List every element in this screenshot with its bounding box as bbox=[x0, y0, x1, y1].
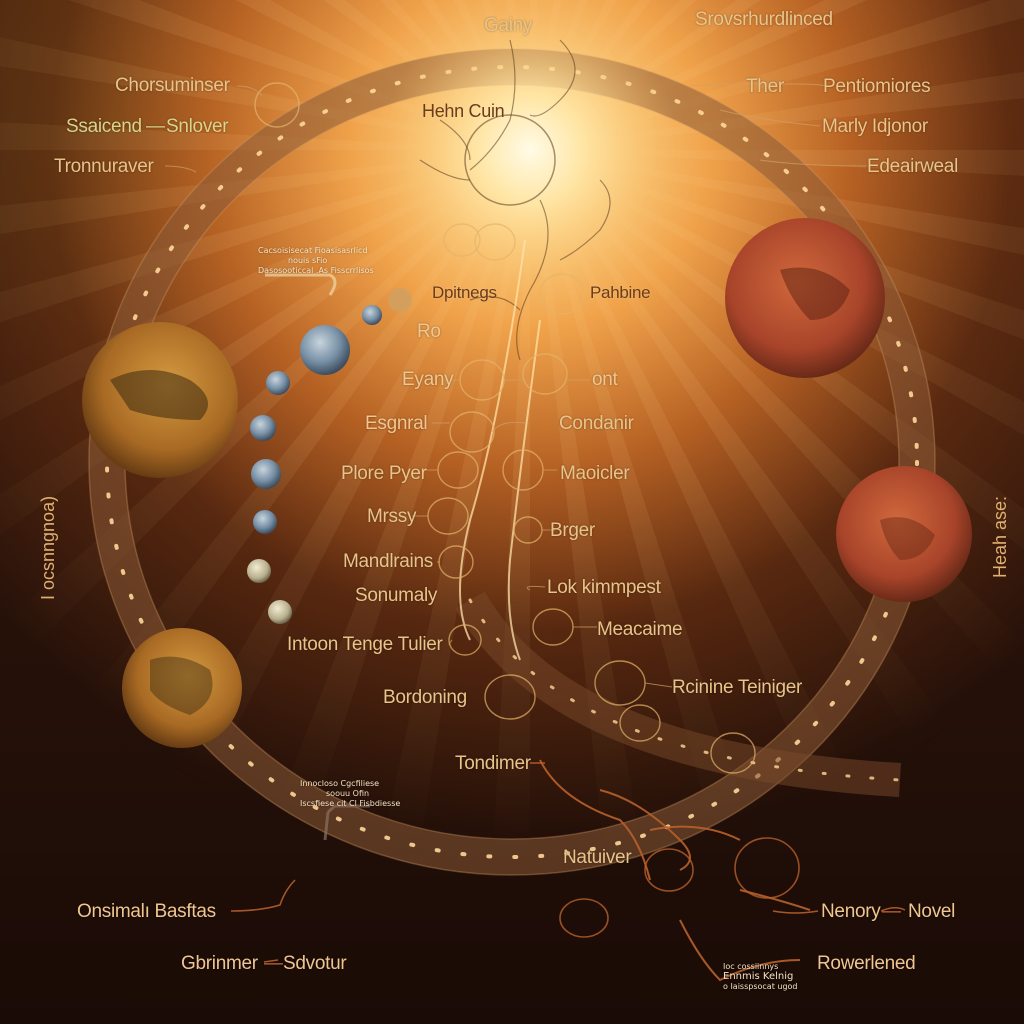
center-right-label: Lok kimmpest bbox=[547, 577, 661, 598]
top-label: Gainy bbox=[484, 15, 533, 36]
center-left-label: Tondimer bbox=[455, 753, 531, 774]
right-label-3: Pentiomiores bbox=[823, 76, 931, 97]
small-caption-3: Ioc cossiinnys Ennmis Kelnig o Iaisspsoc… bbox=[723, 962, 798, 991]
center-left-label: Mrssy bbox=[367, 506, 417, 527]
center-left-label: Ro bbox=[417, 321, 441, 342]
right-label-4: Marly Idjonor bbox=[822, 116, 928, 137]
left-vertical-label: I ocsnngnoa) bbox=[38, 495, 58, 600]
center-left-label: Intoon Tenge Tulier bbox=[287, 634, 443, 655]
center-right-label: Pahbine bbox=[590, 283, 651, 302]
bottom-label-4: Rowerlened bbox=[817, 953, 916, 974]
center-left-label: Esgnral bbox=[365, 413, 428, 434]
center-left-label: Bordoning bbox=[383, 687, 467, 708]
bottom-label-3-pair: Novel bbox=[908, 901, 956, 922]
center-left-label: Eyany bbox=[402, 369, 454, 390]
center-right-label: Meacaime bbox=[597, 619, 683, 640]
center-right-label: ont bbox=[592, 369, 618, 390]
center-right-label: Maoicler bbox=[560, 463, 630, 484]
sun-core-outline bbox=[464, 114, 556, 206]
red-planet-right bbox=[836, 466, 972, 602]
right-label-5: Edeairweal bbox=[867, 156, 958, 177]
center-left-label: Plore Pyer bbox=[341, 463, 427, 484]
left-label-1: Chorsuminser bbox=[115, 75, 230, 96]
small-caption-1: Cacsoisisecat Fioasisasrlicd nouis sFio … bbox=[258, 246, 374, 275]
moon bbox=[266, 371, 290, 395]
small-caption-2: Innocloso Cgcfiliese soouu Ofin Iscsfies… bbox=[300, 779, 401, 808]
right-vertical-label: Heah ase: bbox=[990, 495, 1010, 578]
center-right-label: Rcinine Teiniger bbox=[672, 677, 803, 698]
moon bbox=[362, 305, 382, 325]
center-left-label: Natuiver bbox=[563, 847, 632, 868]
center-left-label: Mandlrains bbox=[343, 551, 433, 572]
bottom-label-2-connector: — bbox=[264, 953, 283, 974]
right-label-2: Ther bbox=[746, 76, 784, 97]
left-label-2-connector: — bbox=[146, 116, 165, 137]
right-label-1: Srovsrhurdlinced bbox=[695, 9, 833, 30]
moon bbox=[300, 325, 350, 375]
left-label-3: Tronnuraver bbox=[54, 156, 154, 177]
moon bbox=[251, 459, 281, 489]
bottom-label-2-pair: Sdvotur bbox=[283, 953, 347, 974]
bottom-label-1: Onsimalı Basftas bbox=[77, 901, 216, 922]
left-label-2-pair: Snlover bbox=[166, 116, 229, 137]
moon bbox=[250, 415, 276, 441]
sun-label: Hehn Cuin bbox=[422, 101, 505, 121]
left-label-2: Ssaicend bbox=[66, 116, 142, 137]
sun-glow bbox=[380, 0, 680, 300]
moon bbox=[388, 288, 412, 312]
center-left-label: Dpitnegs bbox=[432, 283, 497, 302]
center-left-label: Sonumaly bbox=[355, 585, 438, 606]
center-right-label: Condanir bbox=[559, 413, 634, 434]
center-right-label: Brger bbox=[550, 520, 595, 541]
bottom-label-3: Nenory bbox=[821, 901, 881, 922]
orange-planet-lower-left bbox=[122, 628, 242, 748]
bottom-label-3-connector: — bbox=[882, 901, 901, 922]
moon bbox=[247, 559, 271, 583]
moon bbox=[268, 600, 292, 624]
moon bbox=[253, 510, 277, 534]
bottom-label-2: Gbrinmer bbox=[181, 953, 258, 974]
